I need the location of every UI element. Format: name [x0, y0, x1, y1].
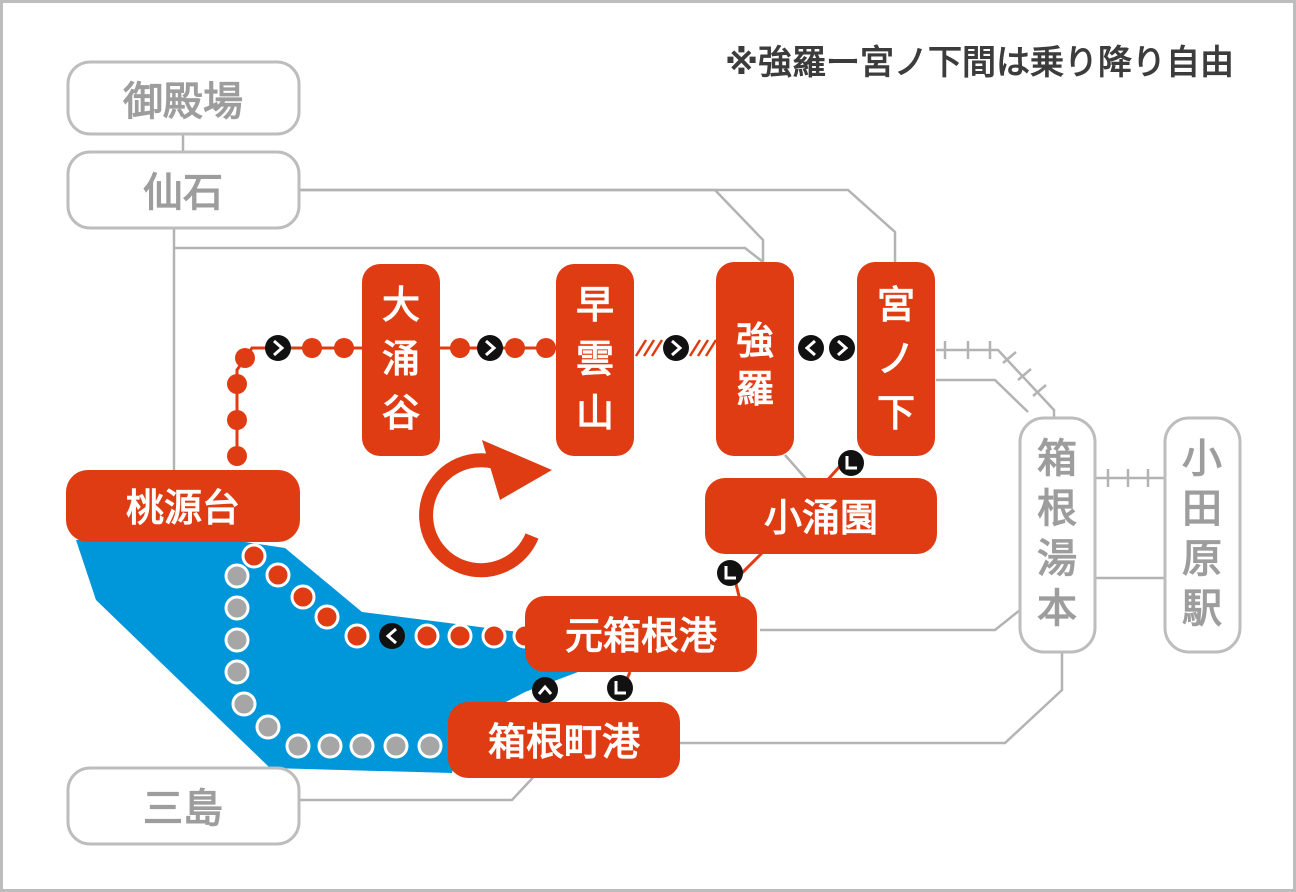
corner-arrow-icon	[717, 560, 743, 586]
chevron-left-icon	[798, 335, 824, 361]
route-dot	[224, 627, 250, 653]
station-label: 箱根湯本	[1037, 436, 1077, 632]
route-dot	[317, 733, 343, 759]
stop-miyanoshita[interactable]: 宮ノ下	[857, 262, 935, 456]
stop-owakudani[interactable]: 大涌谷	[362, 264, 440, 456]
route-dot	[481, 623, 507, 649]
station-sengoku[interactable]: 仙石	[66, 150, 301, 230]
stop-label: 強羅	[736, 319, 774, 411]
stop-label: 宮ノ下	[877, 283, 915, 435]
chevron-right-icon	[829, 335, 855, 361]
route-dot	[224, 595, 250, 621]
route-dot	[383, 733, 409, 759]
station-gotemba[interactable]: 御殿場	[66, 60, 301, 136]
chevron-right-icon	[663, 335, 689, 361]
route-dot	[235, 348, 255, 368]
station-mishima[interactable]: 三島	[66, 766, 301, 846]
road-lines	[172, 132, 1165, 802]
stop-label: 桃源台	[126, 486, 240, 530]
station-label: 仙石	[143, 170, 223, 216]
route-dot	[447, 623, 473, 649]
route-dot	[290, 584, 316, 610]
route-dot	[536, 338, 556, 358]
clockwise-loop-arrow-icon	[419, 440, 552, 578]
route-dot	[417, 733, 443, 759]
route-dot	[227, 410, 247, 430]
route-dot	[314, 604, 340, 630]
route-dot	[227, 446, 247, 466]
stop-label: 元箱根港	[565, 614, 718, 658]
station-hakone-yumoto[interactable]: 箱根湯本	[1018, 416, 1097, 654]
route-dot	[265, 562, 291, 588]
route-dot	[231, 691, 257, 717]
chevron-left-icon	[379, 623, 405, 649]
route-dot	[505, 338, 525, 358]
route-dot	[285, 733, 311, 759]
route-dot	[224, 659, 250, 685]
stop-gora[interactable]: 強羅	[716, 262, 794, 456]
stop-hakonemachi[interactable]: 箱根町港	[448, 702, 680, 778]
corner-arrow-icon	[838, 450, 864, 476]
stop-motohakone[interactable]: 元箱根港	[525, 596, 757, 672]
route-dot	[227, 374, 247, 394]
station-label: 小田原駅	[1182, 436, 1222, 632]
note-text: ※強羅ー宮ノ下間は乗り降り自由	[725, 43, 1234, 83]
chevron-right-icon	[477, 335, 503, 361]
route-dots-gray	[224, 563, 443, 759]
route-dot	[241, 543, 267, 569]
stop-label: 箱根町港	[488, 720, 641, 764]
route-dot	[255, 714, 281, 740]
route-dot	[344, 623, 370, 649]
station-label: 御殿場	[122, 79, 243, 125]
rail-line	[936, 341, 1165, 487]
station-label: 三島	[143, 786, 223, 832]
stop-kowakien[interactable]: 小涌園	[705, 478, 937, 554]
stop-label: 小涌園	[764, 496, 878, 540]
route-dots-red	[227, 338, 556, 649]
route-dot	[450, 338, 470, 358]
stop-label: 早雲山	[576, 283, 614, 435]
stop-togendai[interactable]: 桃源台	[66, 470, 300, 542]
route-dot	[349, 733, 375, 759]
chevron-right-icon	[265, 335, 291, 361]
cable-car-hatch	[634, 339, 718, 357]
stop-sounzan[interactable]: 早雲山	[556, 264, 634, 456]
corner-arrow-icon	[532, 677, 558, 703]
route-dot	[224, 563, 250, 589]
stop-label: 大涌谷	[382, 283, 420, 435]
station-odawara[interactable]: 小田原駅	[1163, 416, 1242, 654]
route-dot	[414, 623, 440, 649]
route-dot	[334, 338, 354, 358]
route-dot	[302, 338, 322, 358]
corner-arrow-icon	[607, 675, 633, 701]
